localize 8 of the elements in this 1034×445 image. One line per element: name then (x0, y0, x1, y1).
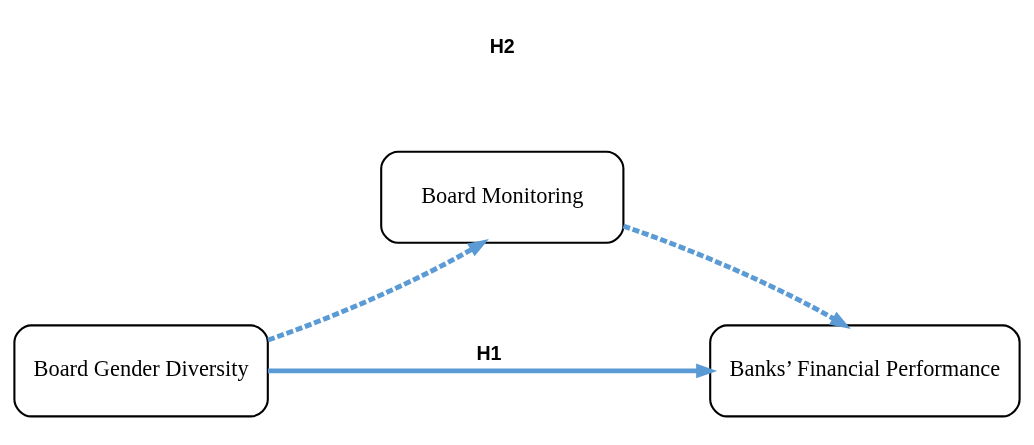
node-box: Board Monitoring (380, 150, 625, 244)
arrow (268, 363, 718, 379)
arrow (622, 223, 851, 329)
node-box: Banks’ Financial Performance (709, 324, 1021, 418)
arrow (267, 239, 489, 343)
edge-label: H1 (476, 341, 502, 364)
label: H2 (489, 34, 515, 57)
node-box: Board Gender Diversity (13, 324, 269, 418)
